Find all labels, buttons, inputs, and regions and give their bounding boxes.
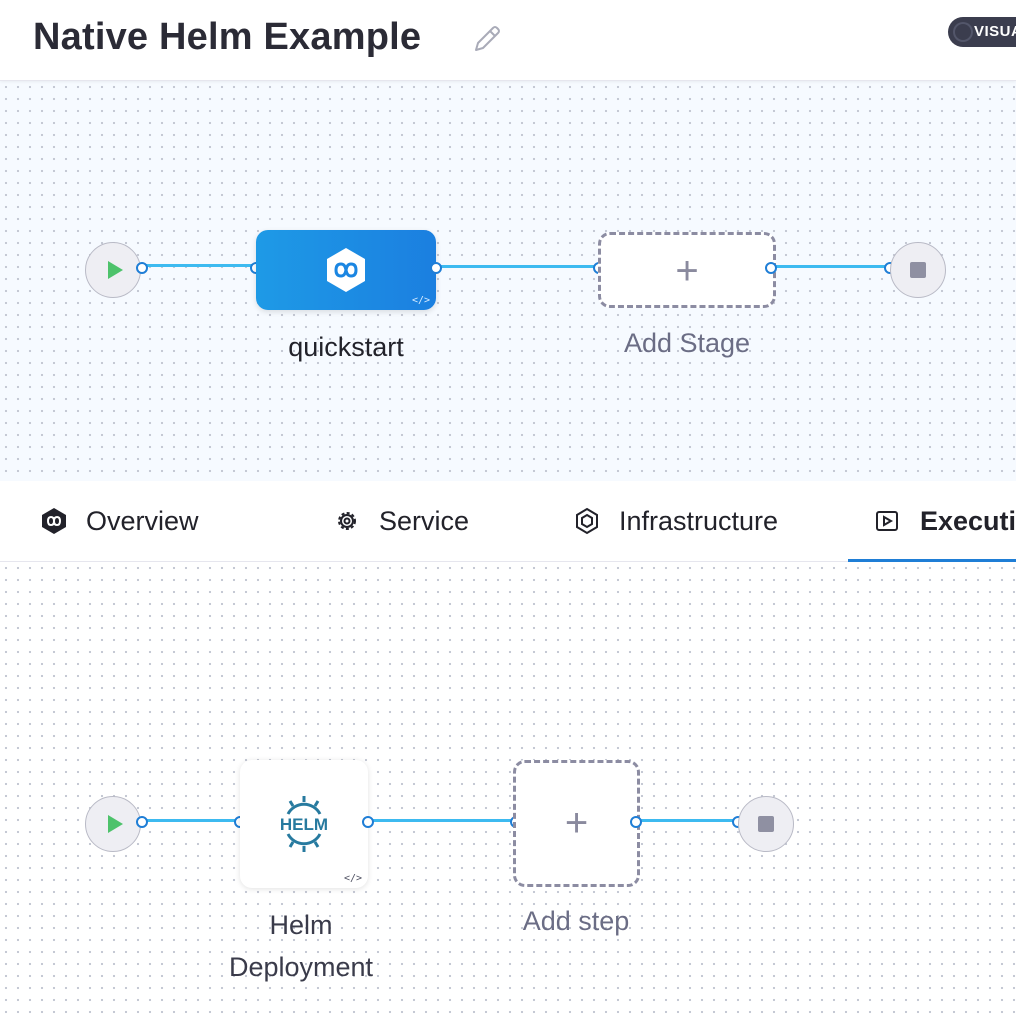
pipeline-title: Native Helm Example [33, 16, 422, 58]
step-node-helm-deployment[interactable]: HELM </> [240, 760, 368, 888]
start-port [136, 816, 148, 828]
visual-view-toggle[interactable]: VISUAL [948, 17, 1016, 47]
pipeline-end-node [890, 242, 946, 298]
pipeline-header: Native Helm Example VISUAL [0, 0, 1016, 81]
execution-start-node [85, 796, 141, 852]
step-link [368, 819, 516, 822]
overview-icon [42, 508, 66, 534]
tab-label: Execution [920, 505, 1016, 536]
stage-node-quickstart[interactable]: </> [256, 230, 436, 310]
start-port [136, 262, 148, 274]
execution-end-node [738, 796, 794, 852]
yaml-badge: </> [343, 873, 362, 884]
yaml-badge: </> [411, 295, 430, 306]
active-tab-indicator [848, 559, 1016, 562]
play-icon [108, 261, 123, 279]
add-step-label: Add step [522, 906, 630, 936]
stage-link [142, 264, 256, 267]
stop-icon [758, 816, 774, 832]
step-label-line1: Helm [269, 910, 333, 940]
tab-execution[interactable]: Execution [874, 481, 1016, 561]
deploy-stage-icon [327, 248, 365, 292]
add-step-out-port [630, 816, 642, 828]
tab-infrastructure[interactable]: Infrastructure [573, 481, 778, 561]
helm-logo-text: HELM [280, 815, 328, 834]
step-label-line2: Deployment [228, 952, 374, 982]
tab-service[interactable]: Service [333, 481, 469, 561]
stage-link [436, 265, 599, 268]
gear-icon [338, 512, 356, 530]
play-icon [108, 815, 123, 833]
helm-logo-icon: HELM [280, 796, 328, 852]
tab-label: Service [379, 505, 470, 536]
stage-link [772, 265, 890, 268]
add-stage-button[interactable]: + [598, 232, 776, 308]
plus-icon: + [675, 249, 699, 293]
add-stage-label: Add Stage [623, 328, 751, 358]
tab-label: Infrastructure [619, 505, 779, 536]
stage-canvas [0, 81, 1016, 481]
execution-icon [876, 511, 898, 531]
pipeline-start-node [85, 242, 141, 298]
tab-overview[interactable]: Overview [40, 481, 199, 561]
execution-canvas [0, 562, 1016, 1022]
plus-icon: + [564, 801, 589, 845]
stop-icon [910, 262, 926, 278]
hexagon-icon [576, 507, 598, 535]
add-step-button[interactable]: + [513, 760, 640, 887]
add-stage-out-port [765, 262, 777, 274]
stage-label: quickstart [288, 332, 404, 362]
pencil-icon[interactable] [470, 22, 504, 56]
step-link [636, 819, 738, 822]
step-link [142, 819, 240, 822]
stage-out-port [430, 262, 442, 274]
tab-label: Overview [86, 505, 199, 536]
stage-tabs: Overview Service Infrastructure Executio… [0, 481, 1016, 562]
step-out-port [362, 816, 374, 828]
